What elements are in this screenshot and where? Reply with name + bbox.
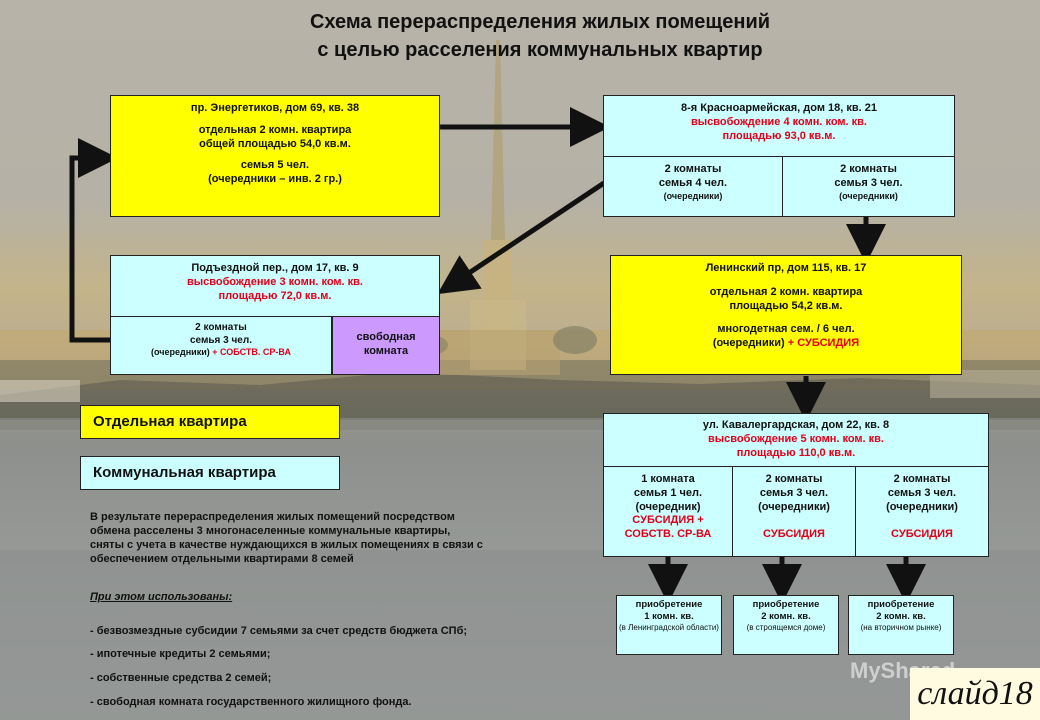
kavalergardskaya-room-3: 2 комнаты семья 3 чел. (очередники) СУБС… [855,466,989,557]
result-line-4: обеспечением отдельными квартирами 8 сем… [90,553,354,565]
room-count: 2 комнаты [840,163,897,175]
podezdnoy-area: площадью 72,0 кв.м. [218,289,332,302]
title-line-2: с целью расселения коммунальных квартир [317,39,763,61]
box-leninsky: Ленинский пр, дом 115, кв. 17 отдельная … [610,255,962,375]
family-size: семья 1 чел. [633,486,703,499]
leninsky-family: многодетная сем. / 6 чел. [717,323,855,336]
result-line-3: сняты с учета в качестве нуждающихся в ж… [90,539,483,551]
leninsky-type: отдельная 2 комн. квартира [709,285,863,298]
result-line-1: В результате перераспределения жилых пом… [90,511,455,523]
family-size: семья 3 чел. [759,486,829,499]
podezdnoy-room-1: 2 комнаты семья 3 чел. (очередники) + СО… [110,316,332,375]
own-funds-note: СОБСТВ. СР-ВА [624,528,712,540]
room-count: 2 комнаты [893,473,951,485]
used-item-1: - безвозмездные субсидии 7 семьями за сч… [90,625,468,637]
energetikov-type: отдельная 2 комн. квартира [198,123,352,136]
krasnoarmeyskaya-room-2: 2 комнаты семья 3 чел. (очередники) [782,156,955,217]
podezdnoy-free-room: свободная комната [332,316,440,375]
krasnoarmeyskaya-room-1: 2 комнаты семья 4 чел. (очередники) [603,156,783,217]
queue-status: (очередники) [151,347,210,357]
purchase-flat-type: 1 комн. кв. [644,611,694,622]
arrow-podezdnoy-to-energetikov [69,138,118,343]
purchase-box-3: приобретение 2 комн. кв. (на вторичном р… [848,595,954,655]
family-size: семья 3 чел. [190,334,252,346]
leninsky-address: Ленинский пр, дом 115, кв. 17 [705,262,867,274]
box-podezdnoy: Подъездной пер., дом 17, кв. 9 высвобожд… [110,255,440,375]
room-count: 2 комнаты [664,163,722,175]
box-krasnoarmeyskaya: 8-я Красноармейская, дом 18, кв. 21 высв… [603,95,955,217]
purchase-note: (на вторичном рынке) [860,623,942,632]
leninsky-area: площадью 54,2 кв.м. [729,299,843,312]
podezdnoy-release: высвобождение 3 комн. ком. кв. [187,275,363,288]
box-energetikov: пр. Энергетиков, дом 69, кв. 38 отдельна… [110,95,440,217]
energetikov-family: семья 5 чел. [240,159,310,172]
purchase-flat-type: 2 комн. кв. [761,611,811,622]
arrow-krasnoarmeyskaya-to-podezdnoy [437,180,606,295]
podezdnoy-address: Подъездной пер., дом 17, кв. 9 [191,262,359,274]
kavalergardskaya-area: площадью 110,0 кв.м. [736,446,856,459]
used-item-3: - собственные средства 2 семей; [90,672,272,684]
krasnoarmeyskaya-release: высвобождение 4 комн. ком. кв. [691,115,867,128]
legend-separate-flat: Отдельная квартира [80,405,340,439]
energetikov-area: общей площадью 54,0 кв.м. [199,137,351,150]
slide-title: Схема перераспределения жилых помещений … [180,8,900,64]
kavalergardskaya-room-1: 1 комната семья 1 чел. (очередник) СУБСИ… [603,466,733,557]
used-item-2: - ипотечные кредиты 2 семьями; [90,648,271,660]
family-size: семья 3 чел. [834,176,903,189]
purchase-action: приобретение [752,599,820,610]
family-size: семья 3 чел. [887,486,957,499]
purchase-action: приобретение [867,599,935,610]
kavalergardskaya-room-2: 2 комнаты семья 3 чел. (очередники) СУБС… [732,466,856,557]
queue-status: (очередник) [635,500,701,513]
subsidy-note: СУБСИДИЯ [891,528,953,541]
purchase-box-2: приобретение 2 комн. кв. (в строящемся д… [733,595,839,655]
purchase-flat-type: 2 комн. кв. [876,611,926,622]
title-line-1: Схема перераспределения жилых помещений [309,11,771,33]
box-kavalergardskaya: ул. Кавалергардская, дом 22, кв. 8 высво… [603,413,989,557]
free-room-label-2: комната [363,344,409,357]
free-room-label-1: свободная [356,331,416,343]
purchase-note: (в Ленинградской области) [619,623,719,632]
room-count: 2 комнаты [765,473,823,485]
purchase-note: (в строящемся доме) [746,623,826,632]
leninsky-status: (очередники) [712,337,785,349]
family-size: семья 4 чел. [658,176,728,189]
purchase-box-1: приобретение 1 комн. кв. (в Ленинградско… [616,595,722,655]
krasnoarmeyskaya-address: 8-я Красноармейская, дом 18, кв. 21 [681,102,877,114]
result-line-2: обмена расселены 3 многонаселенные комму… [90,525,451,537]
kavalergardskaya-address: ул. Кавалергардская, дом 22, кв. 8 [702,419,890,431]
energetikov-address: пр. Энергетиков, дом 69, кв. 38 [190,102,360,114]
krasnoarmeyskaya-area: площадью 93,0 кв.м. [722,129,836,142]
queue-status: (очередники) [839,190,898,201]
room-count: 1 комната [641,473,695,485]
subsidy-note: СУБСИДИЯ [763,528,825,541]
legend-communal-flat: Коммунальная квартира [80,456,340,490]
queue-status: (очередники) [758,500,830,513]
result-paragraph: В результате перераспределения жилых пом… [90,510,580,566]
subsidy-note: СУБСИДИЯ + [632,514,704,527]
queue-status: (очередники) [886,500,958,513]
purchase-action: приобретение [635,599,703,610]
legend-separate-label: Отдельная квартира [93,413,247,430]
used-heading: При этом использованы: [90,591,233,603]
kavalergardskaya-release: высвобождение 5 комн. ком. кв. [708,432,884,445]
room-count: 2 комнаты [195,322,247,333]
used-item-4: - свободная комната государственного жил… [90,696,412,708]
leninsky-subsidy: + СУБСИДИЯ [787,337,860,349]
legend-communal-label: Коммунальная квартира [93,464,276,481]
queue-status: (очередники) [663,190,723,201]
own-funds-note: + СОБСТВ. СР-ВА [212,347,291,357]
energetikov-status: (очередники – инв. 2 гр.) [208,173,342,185]
slide-number-label: слайд18 [910,668,1040,720]
